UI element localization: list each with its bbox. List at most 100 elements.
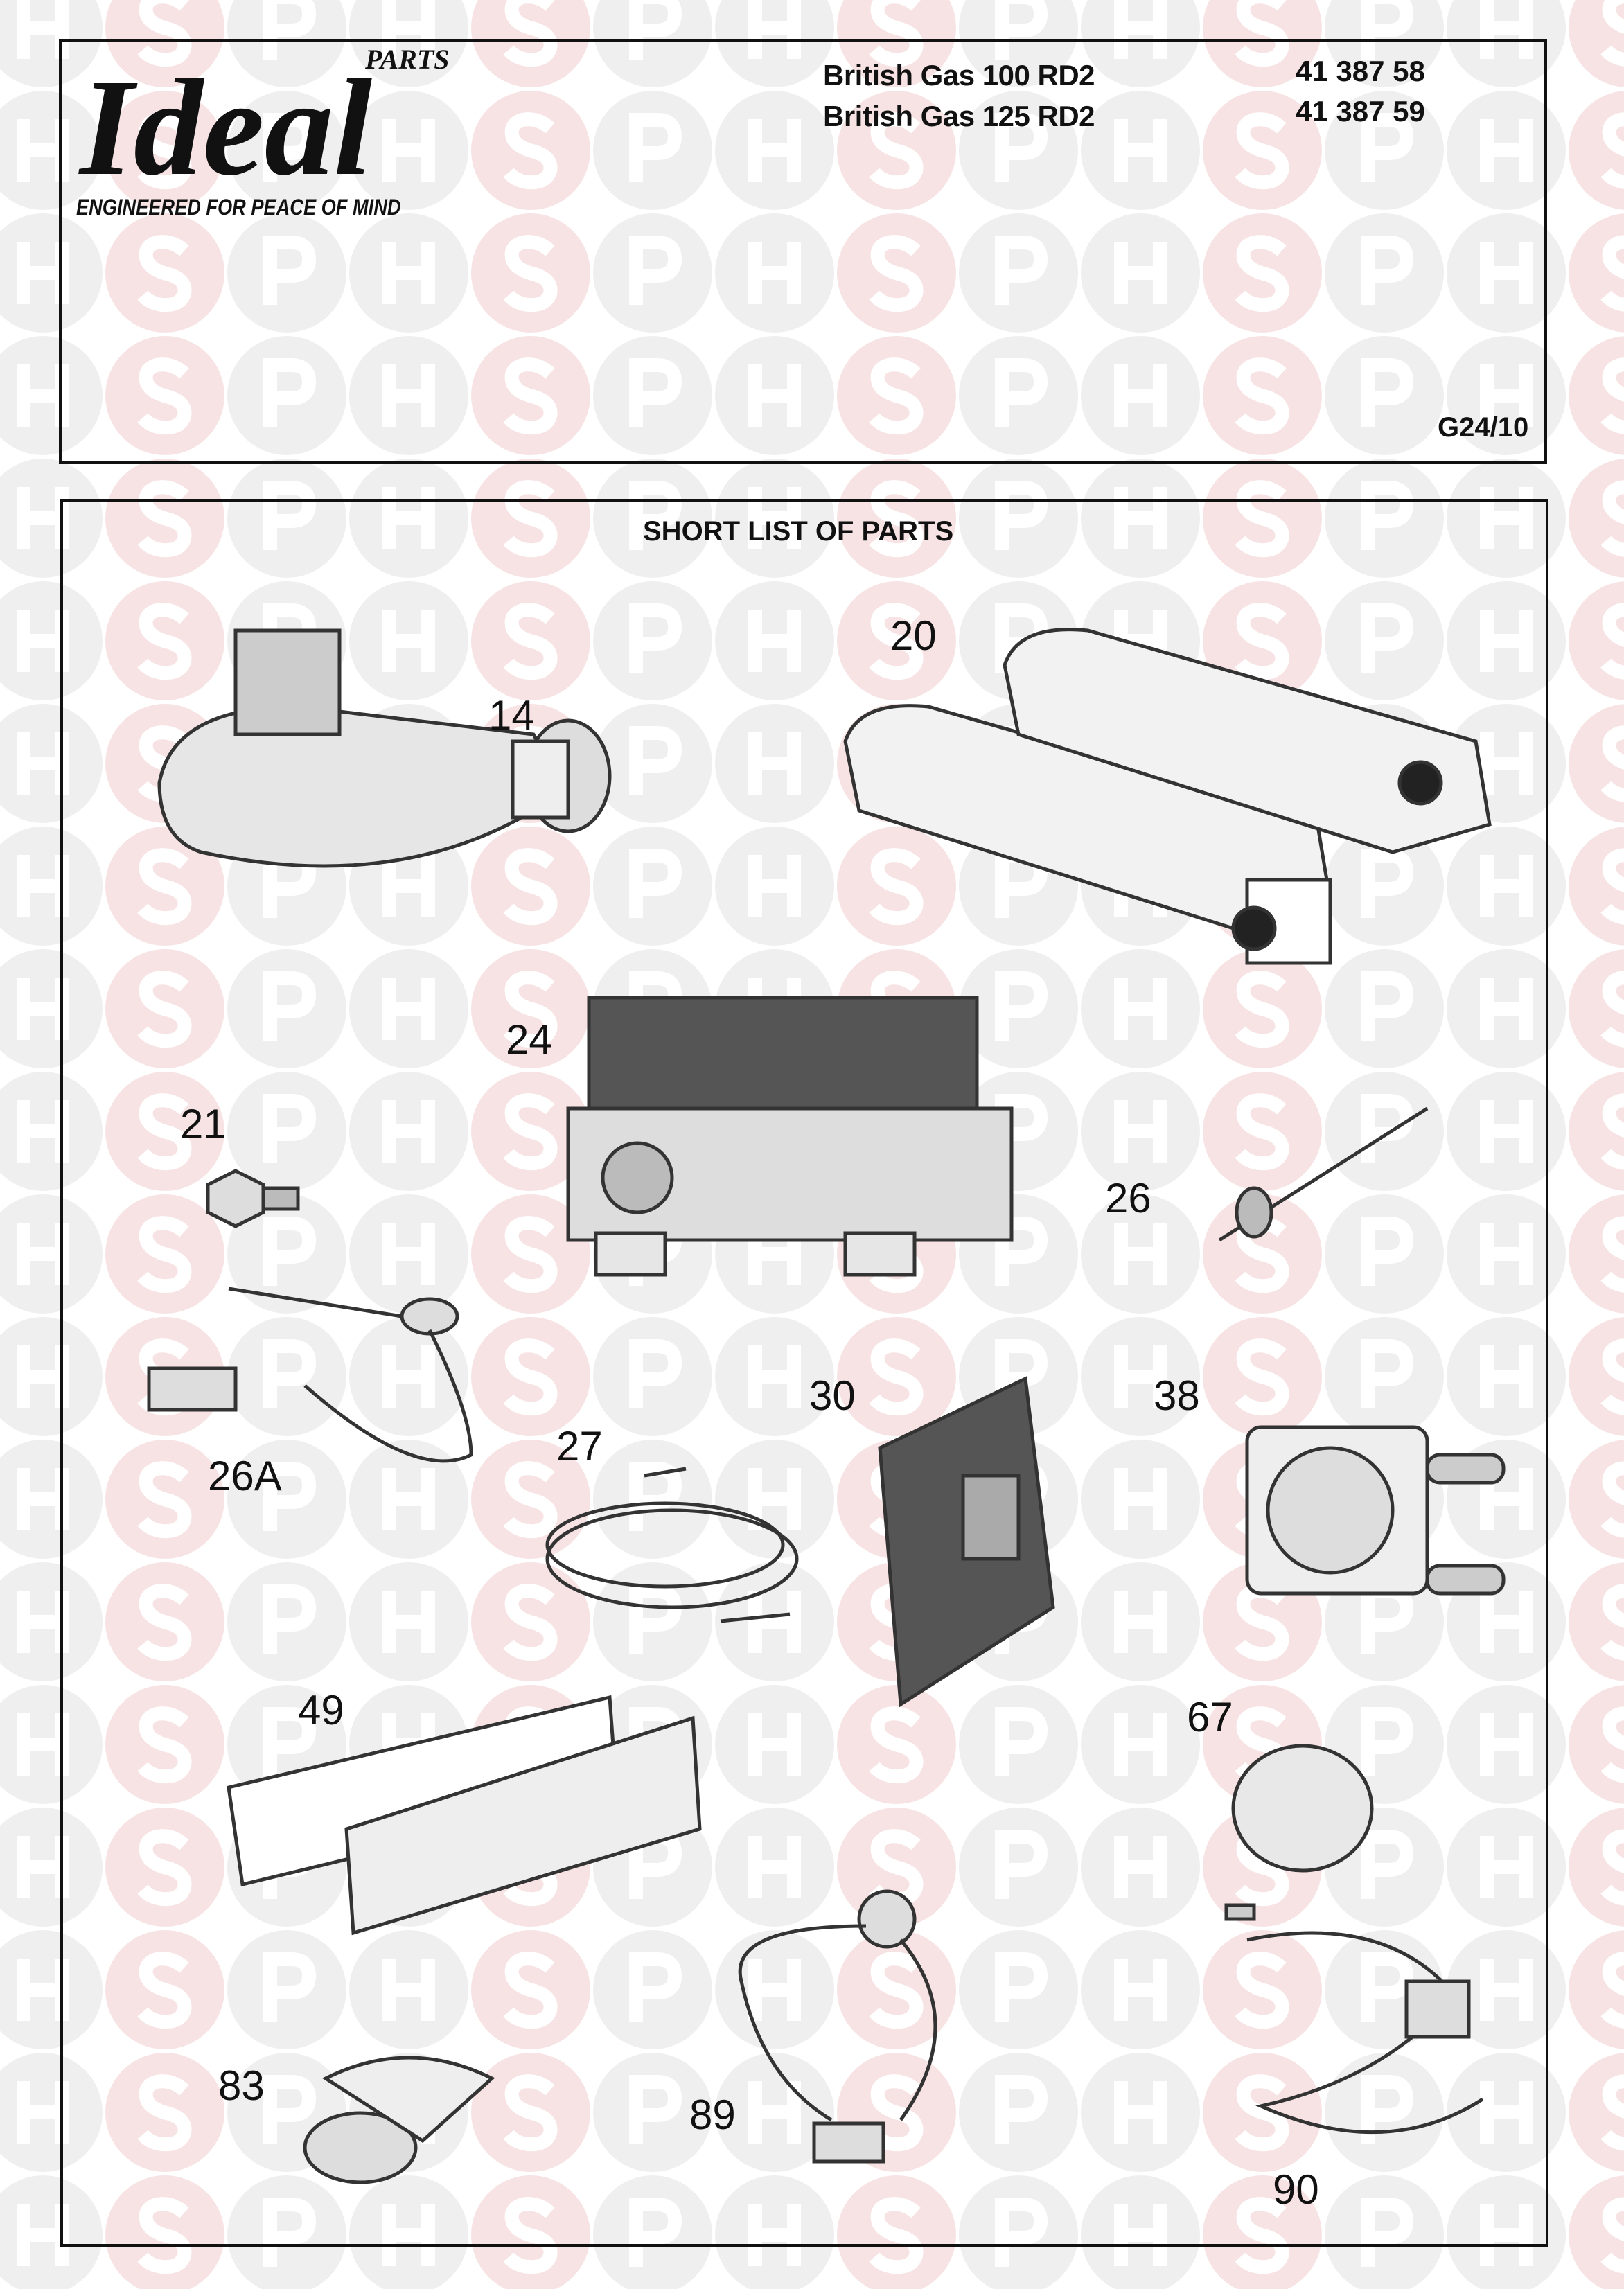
watermark-letter-s-icon — [1600, 1952, 1624, 2029]
watermark-circle — [715, 0, 834, 87]
watermark-letter-h-icon — [1480, 1591, 1533, 1653]
watermark-letter-s-icon — [1235, 0, 1289, 67]
watermark-letter-h-icon — [1114, 2204, 1167, 2266]
part-label-90: 90 — [1273, 2166, 1319, 2213]
watermark-letter-h-icon — [748, 732, 801, 795]
watermark-letter-h-icon — [1114, 2081, 1167, 2144]
watermark-letter-h-icon — [1480, 0, 1533, 59]
watermark-letter-h-icon — [1480, 1100, 1533, 1163]
watermark-letter-s-icon — [869, 1952, 924, 2029]
watermark-letter-s-icon — [503, 848, 558, 926]
watermark-letter-s-icon — [137, 235, 192, 312]
watermark-letter-h-icon — [1480, 2081, 1533, 2144]
watermark-letter-h-icon — [382, 2204, 435, 2266]
watermark-letter-p-icon — [263, 2075, 317, 2144]
watermark-letter-s-icon — [869, 848, 924, 926]
fan-assembly-icon — [157, 628, 612, 868]
watermark-letter-s-icon — [503, 235, 558, 312]
watermark-letter-p-icon — [1361, 1339, 1414, 1408]
watermark-letter-s-icon — [1235, 2074, 1289, 2152]
part-label-21: 21 — [180, 1101, 227, 1147]
watermark-letter-s-icon — [1600, 235, 1624, 312]
watermark-circle — [1203, 0, 1322, 87]
watermark-letter-p-icon — [995, 481, 1048, 550]
watermark-letter-s-icon — [137, 0, 192, 67]
watermark-letter-h-icon — [748, 1959, 801, 2021]
burner-icon — [843, 628, 1492, 965]
watermark-letter-h-icon — [382, 1959, 435, 2021]
watermark-letter-s-icon — [1600, 971, 1624, 1048]
ignition-lead-icon — [545, 1467, 799, 1623]
watermark-letter-p-icon — [995, 971, 1048, 1041]
watermark-letter-h-icon — [748, 487, 801, 549]
watermark-letter-p-icon — [1361, 1707, 1414, 1776]
watermark-letter-h-icon — [1480, 364, 1533, 427]
watermark-letter-h-icon — [1480, 1345, 1533, 1408]
watermark-letter-h-icon — [382, 1100, 435, 1163]
watermark-letter-p-icon — [1361, 1952, 1414, 2022]
watermark-letter-s-icon — [869, 112, 924, 190]
potentiometer-icon — [738, 1889, 937, 2164]
part-label-27: 27 — [556, 1423, 603, 1469]
part-label-26a: 26A — [208, 1453, 282, 1499]
watermark-letter-h-icon — [748, 855, 801, 917]
model-code-1: 41 387 58 — [1296, 55, 1425, 87]
watermark-letter-s-icon — [137, 2074, 192, 2152]
watermark-letter-h-icon — [1480, 487, 1533, 549]
watermark-circle — [227, 0, 346, 87]
watermark-letter-s-icon — [137, 357, 192, 435]
watermark-letter-s-icon — [137, 2197, 192, 2274]
watermark-letter-p-icon — [1361, 603, 1414, 673]
part-label-38: 38 — [1154, 1372, 1200, 1419]
watermark-circle — [1447, 0, 1566, 87]
watermark-letter-s-icon — [137, 1093, 192, 1171]
watermark-letter-s-icon — [1600, 2197, 1624, 2274]
watermark-letter-h-icon — [1114, 1100, 1167, 1163]
watermark-letter-s-icon — [503, 1952, 558, 2029]
watermark-letter-s-icon — [503, 1461, 558, 1539]
parts-panel — [60, 499, 1548, 2247]
watermark-letter-h-icon — [1114, 1345, 1167, 1408]
brand-logo: Ideal — [80, 51, 373, 204]
watermark-letter-p-icon — [629, 726, 682, 795]
model-code-2: 41 387 59 — [1296, 95, 1425, 127]
watermark-letter-p-icon — [629, 358, 682, 427]
watermark-letter-h-icon — [1114, 119, 1167, 182]
watermark-letter-s-icon — [1600, 1829, 1624, 1906]
watermark-letter-s-icon — [137, 1706, 192, 1784]
watermark-letter-h-icon — [1480, 610, 1533, 672]
watermark-letter-p-icon — [263, 1707, 317, 1776]
watermark-letter-s-icon — [1600, 1461, 1624, 1538]
watermark-letter-h-icon — [748, 2204, 801, 2266]
watermark-letter-p-icon — [1361, 1830, 1414, 1899]
watermark-letter-h-icon — [748, 1836, 801, 1898]
watermark-letter-s-icon — [137, 480, 192, 558]
sensor-harness-icon — [1224, 1903, 1484, 2135]
watermark-letter-s-icon — [1600, 603, 1624, 680]
watermark-letter-p-icon — [1361, 971, 1414, 1041]
watermark-circle — [471, 0, 590, 87]
watermark-letter-s-icon — [869, 1338, 924, 1416]
watermark-letter-s-icon — [1600, 1093, 1624, 1170]
watermark-letter-h-icon — [382, 119, 435, 182]
watermark-letter-s-icon — [1235, 112, 1289, 190]
watermark-letter-p-icon — [263, 1584, 317, 1654]
watermark-circle — [1081, 0, 1200, 87]
watermark-letter-h-icon — [1480, 1959, 1533, 2021]
watermark-letter-s-icon — [137, 1584, 192, 1661]
watermark-letter-p-icon — [1361, 2075, 1414, 2144]
slogan: ENGINEERED FOR PEACE OF MIND — [76, 195, 401, 220]
watermark-letter-s-icon — [137, 1461, 192, 1539]
page-title: SHORT LIST OF PARTS — [643, 516, 954, 547]
gas-valve-icon — [566, 996, 1014, 1277]
watermark-letter-p-icon — [995, 1952, 1048, 2022]
watermark-letter-s-icon — [869, 603, 924, 680]
brand-sub: PARTS — [365, 44, 450, 75]
watermark-letter-p-icon — [1361, 849, 1414, 918]
watermark-letter-p-icon — [629, 2075, 682, 2144]
watermark-letter-p-icon — [995, 2198, 1048, 2267]
watermark-letter-p-icon — [263, 113, 317, 182]
model-name-1: British Gas 100 RD2 — [823, 59, 1095, 91]
watermark-letter-h-icon — [17, 364, 69, 427]
watermark-letter-h-icon — [748, 119, 801, 182]
